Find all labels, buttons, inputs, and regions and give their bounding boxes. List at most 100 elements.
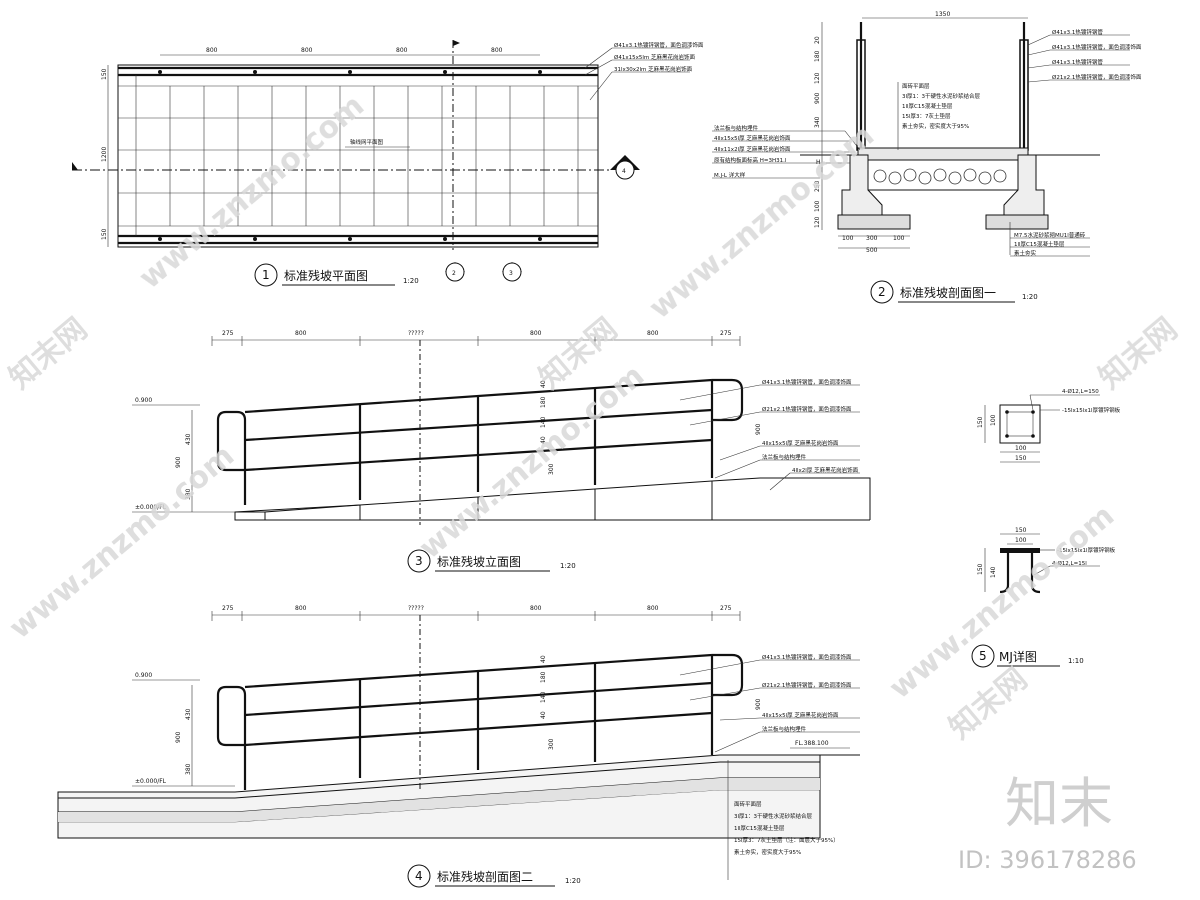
svg-text:知末网: 知末网	[1093, 311, 1184, 396]
svg-text:4llx2l厚 芝麻黑花岗岩饰面: 4llx2l厚 芝麻黑花岗岩饰面	[792, 466, 859, 474]
svg-text:40: 40	[540, 711, 547, 719]
section-mark-2: 2	[445, 262, 465, 282]
svg-text:Ø41x3.1热镀锌钢管，面色调漆饰面: Ø41x3.1热镀锌钢管，面色调漆饰面	[762, 653, 852, 661]
view-1-plan: 800 800 800 800 150 1200 150 轴线网平面图 Ø41x…	[72, 40, 704, 287]
svg-text:4llx15x5l厚 芝麻黑花岗岩饰面: 4llx15x5l厚 芝麻黑花岗岩饰面	[762, 439, 839, 447]
view-2-scale: 1:20	[1022, 293, 1038, 301]
svg-text:40: 40	[540, 380, 547, 388]
svg-text:100: 100	[893, 235, 905, 242]
svg-text:面砖平面层: 面砖平面层	[902, 82, 930, 90]
svg-text:430: 430	[185, 708, 192, 720]
svg-text:3: 3	[509, 270, 513, 277]
svg-text:?????: ?????	[408, 605, 424, 612]
plan-callout-1: Ø41x3.1热镀锌钢管，面色调漆饰面	[614, 41, 704, 49]
svg-text:15l厚3：7灰土垫层: 15l厚3：7灰土垫层	[902, 112, 951, 120]
svg-text:Ø21x2.1热镀锌钢管，面色调漆饰面: Ø21x2.1热镀锌钢管，面色调漆饰面	[762, 681, 852, 689]
svg-text:140: 140	[540, 691, 547, 703]
svg-text:275: 275	[720, 330, 732, 337]
svg-text:Ø21x2.1热镀锌钢管，面色调漆饰面: Ø21x2.1热镀锌钢管，面色调漆饰面	[1052, 73, 1142, 81]
svg-text:1: 1	[262, 268, 270, 282]
svg-text:www.znzmo.com: www.znzmo.com	[3, 438, 241, 646]
svg-text:150: 150	[1015, 527, 1027, 534]
svg-text:?????: ?????	[408, 330, 424, 337]
view-4-title: 标准残坡剖面图二	[437, 870, 533, 884]
svg-text:1ll厚C15混凝土垫层: 1ll厚C15混凝土垫层	[1014, 240, 1065, 248]
svg-text:素土夯实，密实度大于95%: 素土夯实，密实度大于95%	[734, 848, 801, 856]
plan-dim-left-1: 150	[101, 68, 108, 80]
plan-dim-left-3: 150	[101, 228, 108, 240]
svg-text:100: 100	[842, 235, 854, 242]
svg-text:Ø41x3.1热镀锌钢管，面色调漆饰面: Ø41x3.1热镀锌钢管，面色调漆饰面	[762, 378, 852, 386]
svg-text:面砖平面层: 面砖平面层	[734, 800, 762, 808]
svg-text:素土夯实，密实度大于95%: 素土夯实，密实度大于95%	[902, 122, 969, 130]
svg-text:4: 4	[415, 869, 423, 883]
svg-text:法兰板与结构埋件: 法兰板与结构埋件	[762, 453, 807, 461]
view-5-title: MJ详图	[999, 649, 1037, 664]
svg-text:275: 275	[222, 605, 234, 612]
svg-text:5: 5	[979, 649, 987, 663]
svg-text:40: 40	[540, 436, 547, 444]
plan-callout-3: 31lx30x2lm 芝麻黑花岗岩饰面	[614, 65, 693, 73]
svg-text:140: 140	[990, 566, 997, 578]
svg-text:120: 120	[814, 216, 821, 228]
view-number-1	[254, 263, 278, 287]
svg-text:140: 140	[540, 416, 547, 428]
svg-text:2: 2	[452, 270, 456, 277]
svg-text:3l厚1：3干硬性水泥砂浆结合层: 3l厚1：3干硬性水泥砂浆结合层	[902, 92, 981, 100]
svg-text:Ø21x2.1热镀锌钢管，面色调漆饰面: Ø21x2.1热镀锌钢管，面色调漆饰面	[762, 405, 852, 413]
svg-text:3l厚1：3干硬性水泥砂浆结合层: 3l厚1：3干硬性水泥砂浆结合层	[734, 812, 813, 820]
svg-text:4llx15x5l厚 芝麻黑花岗岩饰面: 4llx15x5l厚 芝麻黑花岗岩饰面	[762, 711, 839, 719]
logo-watermark: 知末	[1005, 772, 1113, 835]
view-3-title: 标准残坡立面图	[437, 554, 521, 569]
svg-text:380: 380	[185, 488, 192, 500]
svg-text:法兰板与结构埋件: 法兰板与结构埋件	[714, 124, 759, 132]
svg-text:M7.5水泥砂浆砌MU1l普通砖: M7.5水泥砂浆砌MU1l普通砖	[1014, 231, 1086, 239]
svg-text:100: 100	[1015, 445, 1027, 452]
view-4-scale: 1:20	[565, 877, 581, 885]
plan-dim-top-4: 800	[491, 47, 503, 54]
svg-text:20: 20	[814, 36, 821, 44]
svg-text:800: 800	[647, 605, 659, 612]
plan-dim-top-2: 800	[301, 47, 313, 54]
svg-text:www.znzmo.com: www.znzmo.com	[133, 88, 371, 296]
svg-text:180: 180	[540, 396, 547, 408]
svg-text:4-Ø12,L=15l: 4-Ø12,L=15l	[1052, 560, 1087, 567]
svg-text:1ll厚C15混凝土垫层: 1ll厚C15混凝土垫层	[902, 102, 953, 110]
view-3-scale: 1:20	[560, 562, 576, 570]
svg-text:4-Ø12,L=150: 4-Ø12,L=150	[1062, 388, 1099, 395]
svg-text:800: 800	[647, 330, 659, 337]
svg-text:100: 100	[990, 414, 997, 426]
view-2-section: 1350 20 180 120 900 340 H 250 100 120	[712, 11, 1142, 304]
svg-text:300: 300	[548, 463, 555, 475]
svg-text:100: 100	[1015, 537, 1027, 544]
view-5-mj-detail: 4-Ø12,L=150 -15lx15lx1l厚镀锌钢板 150 100 100…	[971, 388, 1121, 668]
id-watermark: ID: 396178286	[958, 846, 1137, 874]
sec2-level-top: 0.900	[135, 672, 152, 679]
svg-text:150: 150	[1015, 455, 1027, 462]
svg-text:40: 40	[540, 655, 547, 663]
plan-mid-label: 轴线网平面图	[350, 138, 384, 146]
view-number-3	[407, 549, 431, 573]
svg-text:Ø41x3.1热镀锌钢管，面色调漆饰面: Ø41x3.1热镀锌钢管，面色调漆饰面	[1052, 43, 1142, 51]
svg-text:300: 300	[548, 738, 555, 750]
svg-text:3: 3	[415, 554, 423, 568]
sec2-level-bottom: ±0.000/FL	[135, 778, 167, 785]
svg-text:素土夯实: 素土夯实	[1014, 249, 1037, 257]
view-number-4	[407, 864, 431, 888]
svg-text:800: 800	[530, 330, 542, 337]
view-2-title: 标准残坡剖面图一	[900, 286, 996, 300]
elev-level-bottom: ±0.000/FL	[135, 504, 167, 511]
svg-text:340: 340	[814, 116, 821, 128]
view-4-section: 275 800 ????? 800 800 275 0.900 ±0.000/F…	[57, 605, 860, 888]
svg-text:4: 4	[622, 168, 626, 175]
svg-text:900: 900	[814, 92, 821, 104]
svg-text:15l厚3：7灰土垫层（注：面层大于95%）: 15l厚3：7灰土垫层（注：面层大于95%）	[734, 836, 839, 844]
svg-text:180: 180	[814, 50, 821, 62]
plan-callout-2: Ø41x15x5lm 芝麻黑花岗岩饰面	[614, 53, 695, 61]
svg-text:900: 900	[755, 698, 762, 710]
view-5-scale: 1:10	[1068, 657, 1084, 665]
plan-dim-left-2: 1200	[101, 147, 108, 162]
view-number-5	[971, 644, 995, 668]
svg-text:100: 100	[814, 200, 821, 212]
